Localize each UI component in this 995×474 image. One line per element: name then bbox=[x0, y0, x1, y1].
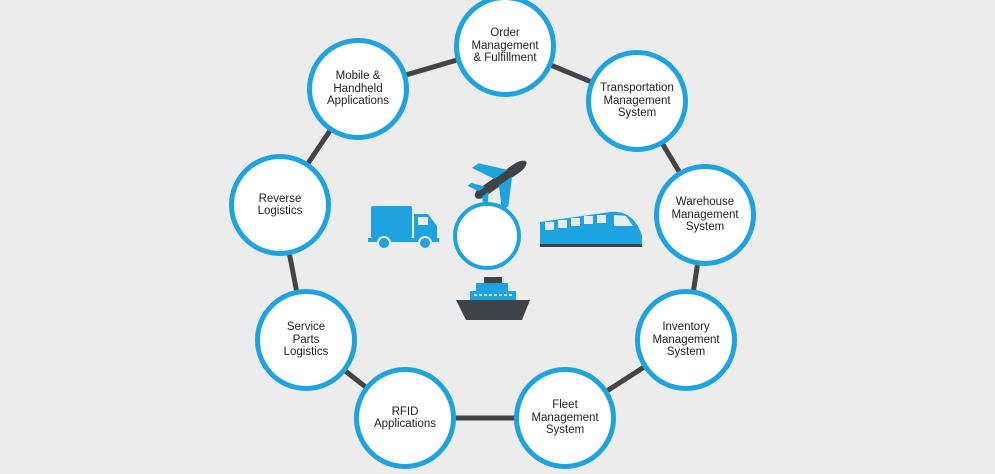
train-icon bbox=[540, 211, 642, 247]
node-warehouse: Warehouse Management System bbox=[654, 164, 756, 266]
node-transport: Transportation Management System bbox=[586, 50, 688, 152]
node-fleet: Fleet Management System bbox=[514, 367, 616, 469]
node-rfid: RFID Applications bbox=[354, 367, 456, 469]
node-service: Service Parts Logistics bbox=[255, 289, 357, 391]
node-label: Order Management & Fulfillment bbox=[471, 27, 539, 65]
node-reverse: Reverse Logistics bbox=[229, 154, 331, 256]
node-inventory: Inventory Management System bbox=[635, 289, 737, 391]
node-mobile: Mobile & Handheld Applications bbox=[307, 38, 409, 140]
node-label: Inventory Management System bbox=[652, 321, 720, 359]
node-label: Mobile & Handheld Applications bbox=[326, 70, 389, 108]
truck-icon bbox=[368, 206, 439, 250]
center-hub bbox=[453, 202, 521, 270]
node-label: Warehouse Management System bbox=[671, 196, 739, 234]
airplane-icon bbox=[467, 160, 527, 211]
node-label: Transportation Management System bbox=[600, 82, 674, 120]
ship-icon bbox=[456, 277, 530, 320]
node-label: Fleet Management System bbox=[531, 399, 599, 437]
node-order: Order Management & Fulfillment bbox=[454, 0, 556, 97]
node-label: RFID Applications bbox=[373, 405, 436, 431]
node-label: Service Parts Logistics bbox=[283, 321, 329, 359]
node-label: Reverse Logistics bbox=[257, 192, 303, 218]
